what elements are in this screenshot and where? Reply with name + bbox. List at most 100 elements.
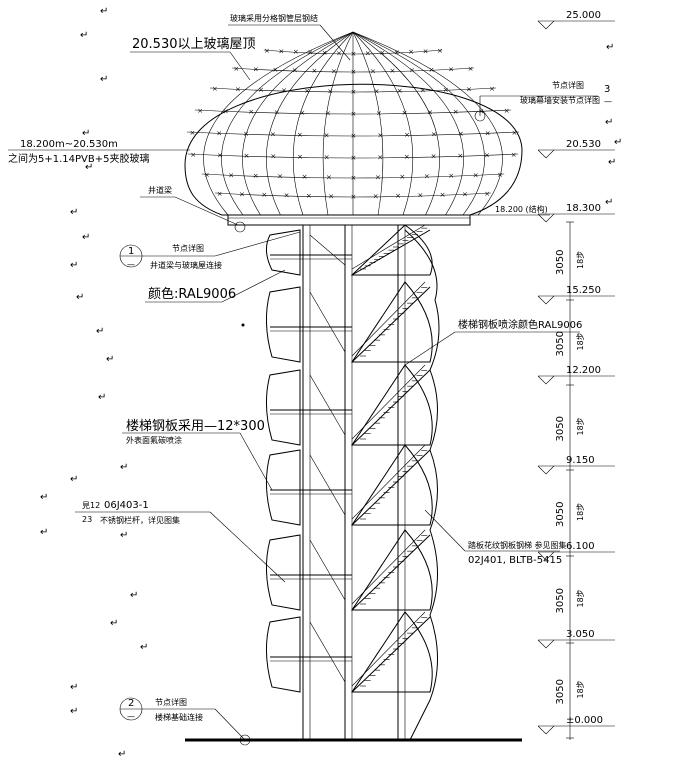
dome-node: ×	[253, 172, 259, 180]
detail-2-desc: 楼梯基础连接	[155, 712, 203, 722]
dome-node: ×	[217, 190, 223, 198]
dome-node: ×	[466, 86, 472, 94]
paragraph-mark: ↵	[82, 128, 90, 139]
spiral-band-right	[350, 224, 433, 276]
dome-band-range: 18.200m~20.530m	[20, 139, 118, 150]
rail-label: 楼梯钢板采用—12*300	[126, 419, 265, 434]
dome-meridian	[352, 31, 485, 216]
dome-node: ×	[297, 153, 303, 161]
dome-node: ×	[351, 132, 357, 140]
right-annotations: 节点详图 玻璃幕墙安装节点详图 3 — 楼梯钢板喷涂颜色RAL9006 踏板花纹…	[404, 80, 612, 566]
elevation-label: 9.150	[566, 455, 595, 466]
elevation-mark: 25.000	[537, 10, 615, 30]
dome-node: ×	[322, 49, 328, 57]
tread-code: 02J401, BLTB-5415	[468, 555, 562, 566]
spiral-band-right	[351, 444, 433, 526]
paragraph-mark: ↵	[70, 682, 78, 693]
dome-node: ×	[423, 48, 429, 56]
dome-node: ×	[489, 85, 495, 93]
brace	[309, 234, 346, 266]
dome-node: ×	[306, 192, 312, 200]
left-annotations: 玻璃采用分格钢管层钢结 20.530以上玻璃屋顶 18.200m~20.530m…	[8, 13, 351, 746]
elevation-mark: 18.300	[537, 203, 615, 223]
dome-parallel	[232, 67, 474, 73]
stair-stringer	[351, 529, 426, 605]
paragraph-mark: ↵	[100, 74, 108, 85]
paragraph-mark: ↵	[120, 462, 128, 473]
spiral-band-right	[351, 611, 433, 693]
dome-node: ×	[399, 173, 405, 181]
dome-node: ×	[302, 173, 308, 181]
dome-node: ×	[223, 108, 229, 116]
dome-base-plate	[227, 214, 471, 226]
stair-stringer	[351, 229, 431, 276]
segment-dim-value: 3050	[555, 331, 566, 356]
dome-node: ×	[331, 68, 337, 76]
color-label: 颜色:RAL9006	[148, 286, 236, 302]
spiral-band-right	[351, 364, 433, 446]
elevation-mark: 20.530	[537, 139, 615, 159]
elevation-label: 15.250	[566, 285, 601, 296]
stair-stringer	[351, 444, 426, 520]
stair-treads	[360, 227, 428, 687]
paragraph-mark: ↵	[606, 42, 614, 53]
dome-node: ×	[197, 107, 203, 115]
paragraph-mark: ↵	[100, 6, 108, 17]
dome-node: ×	[448, 66, 454, 74]
svg-text:—: —	[127, 712, 135, 721]
paragraph-mark: ↵	[40, 492, 48, 503]
brace	[309, 291, 346, 353]
dome-node: ×	[216, 130, 222, 138]
dome-node: ×	[375, 174, 381, 182]
dome-node: ×	[379, 49, 385, 57]
dome-parallel	[194, 109, 512, 115]
paragraph-mark: ↵	[70, 260, 78, 271]
dome-node: ×	[297, 131, 303, 139]
elevation-mark: 15.250	[537, 285, 615, 305]
stair-stringer	[351, 224, 426, 270]
elevation-label: 25.000	[566, 10, 601, 21]
elevation-label: 12.200	[566, 365, 601, 376]
paragraph-mark: ↵	[106, 354, 114, 365]
wellpost-label: 井道梁	[148, 185, 172, 195]
dome-node: ×	[325, 110, 331, 118]
dome-node: ×	[284, 192, 290, 200]
dome-node: ×	[248, 108, 254, 116]
svg-text:—: —	[604, 97, 612, 106]
dome-node: ×	[217, 152, 223, 160]
joint-detail-desc: 玻璃幕墙安装节点详图	[520, 95, 600, 105]
stair-stringer	[351, 364, 426, 440]
elevation-mark: 12.200	[537, 365, 615, 385]
dome-node: ×	[512, 129, 518, 137]
dome-node: ×	[409, 67, 415, 75]
dome-node: ×	[204, 171, 210, 179]
dome-node: ×	[424, 173, 430, 181]
dome-parallel	[186, 131, 520, 137]
stair-color-label: 楼梯钢板喷涂颜色RAL9006	[458, 318, 582, 331]
segment-step-count: 18步	[576, 680, 585, 698]
dome-node: ×	[437, 47, 443, 55]
dome-meridian	[221, 31, 354, 216]
elevation-marks: 25.00020.53018.30015.25012.2009.1506.100…	[537, 10, 615, 735]
paragraph-mark: ↵	[70, 474, 78, 485]
dome-node: ×	[272, 66, 278, 74]
dome-node: ×	[278, 48, 284, 56]
ref-top: 見12	[82, 501, 100, 510]
dome-node: ×	[190, 151, 196, 159]
tread-note: 踏板花纹钢板钢梯 参见图集	[468, 540, 567, 550]
dome-node: ×	[374, 88, 380, 96]
segment-step-count: 18步	[576, 503, 585, 521]
brace	[309, 539, 346, 601]
paragraph-mark: ↵	[80, 30, 88, 41]
dome-meridian	[352, 31, 414, 216]
dome-band-glass: 之间为5+1.14PVB+5夹胶玻璃	[8, 152, 149, 165]
dome-node: ×	[258, 86, 264, 94]
dome-meridian	[322, 31, 354, 216]
dome-node: ×	[484, 152, 490, 160]
dome-node: ×	[373, 193, 379, 201]
elevation-label: ±0.000	[566, 715, 603, 726]
dome-meridian	[266, 31, 354, 216]
